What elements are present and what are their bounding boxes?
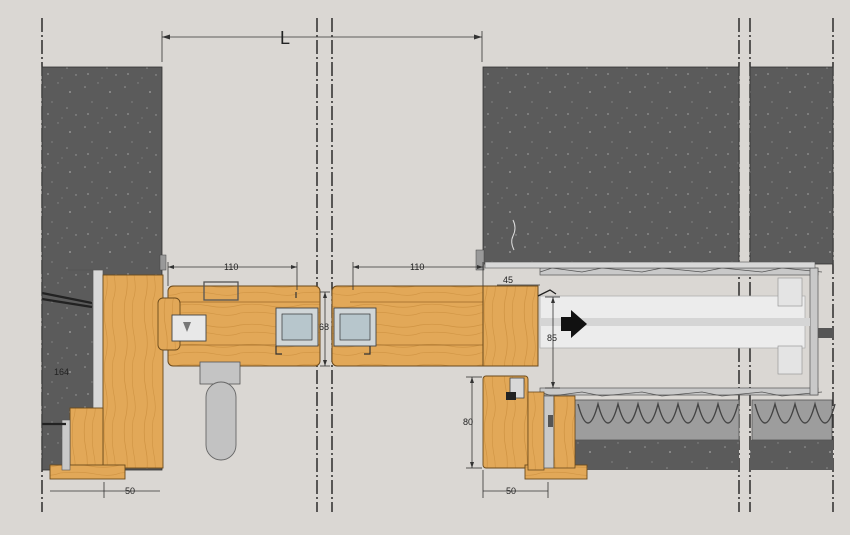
left-door-leaf xyxy=(157,281,321,461)
dim-pocket-depth-label: 85 xyxy=(547,333,557,343)
dim-pocket-gap-label: 45 xyxy=(503,275,513,285)
right-door-leaf xyxy=(331,285,557,367)
right-wall-lower-far xyxy=(750,440,833,470)
right-wall-upper xyxy=(482,66,740,265)
dim-opening-label: L xyxy=(280,28,290,48)
pocket-cassette xyxy=(484,261,833,397)
dim-leaf-left-label: 110 xyxy=(224,262,238,272)
dim-frame-right-height-label: 80 xyxy=(463,417,473,427)
arrow-right-icon xyxy=(561,310,587,338)
right-wall-upper-far xyxy=(749,66,834,265)
dim-frame-left-width-label: 50 xyxy=(125,486,135,496)
dim-leaf-right-label: 110 xyxy=(410,262,424,272)
dim-frame-depth-label: 164 xyxy=(54,367,69,377)
dimension-lines xyxy=(41,31,560,498)
right-frame xyxy=(475,249,588,480)
insulation-strip xyxy=(574,399,836,441)
left-frame xyxy=(41,254,167,480)
dim-frame-right-width-label: 50 xyxy=(506,486,516,496)
dimension-arrows xyxy=(162,34,555,468)
dim-seal-label: 68 xyxy=(319,322,329,332)
